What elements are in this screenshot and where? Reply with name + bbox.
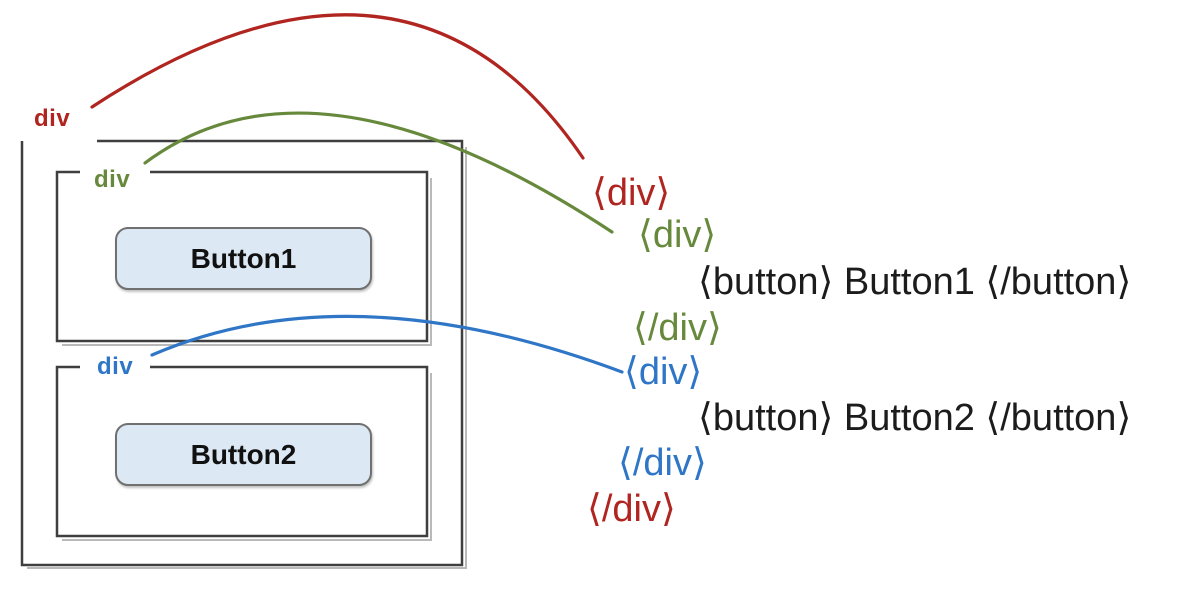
code-button1-line: ⟨button⟩ Button1 ⟨/button⟩ bbox=[698, 261, 1132, 303]
inner-box-2-shadow bbox=[62, 373, 432, 541]
outer-div-label: div bbox=[34, 105, 71, 132]
button1[interactable]: Button1 bbox=[115, 227, 372, 290]
code-button2-line: ⟨button⟩ Button2 ⟨/button⟩ bbox=[698, 397, 1132, 439]
outer-div-box-border bbox=[20, 139, 464, 567]
inner-div-box-1-border bbox=[55, 170, 429, 343]
button2[interactable]: Button2 bbox=[115, 423, 372, 486]
code-open-div-outer: ⟨div⟩ bbox=[592, 172, 671, 214]
code-close-div-inner1: ⟨/div⟩ bbox=[633, 307, 722, 349]
inner-div-2-label: div bbox=[97, 353, 134, 380]
inner-box-1-shadow bbox=[62, 178, 432, 346]
code-open-div-inner2: ⟨div⟩ bbox=[624, 351, 703, 393]
outer-box-shadow bbox=[27, 147, 467, 569]
red-connector-curve bbox=[90, 13, 585, 160]
code-close-div-inner2: ⟨/div⟩ bbox=[618, 442, 707, 484]
code-close-div-outer: ⟨/div⟩ bbox=[587, 488, 676, 530]
inner-div-1-label: div bbox=[94, 166, 131, 193]
blue-connector-curve bbox=[150, 314, 624, 374]
inner-div-box-2-border bbox=[55, 365, 429, 538]
green-connector-curve bbox=[143, 111, 614, 234]
code-open-div-inner1: ⟨div⟩ bbox=[638, 214, 717, 256]
